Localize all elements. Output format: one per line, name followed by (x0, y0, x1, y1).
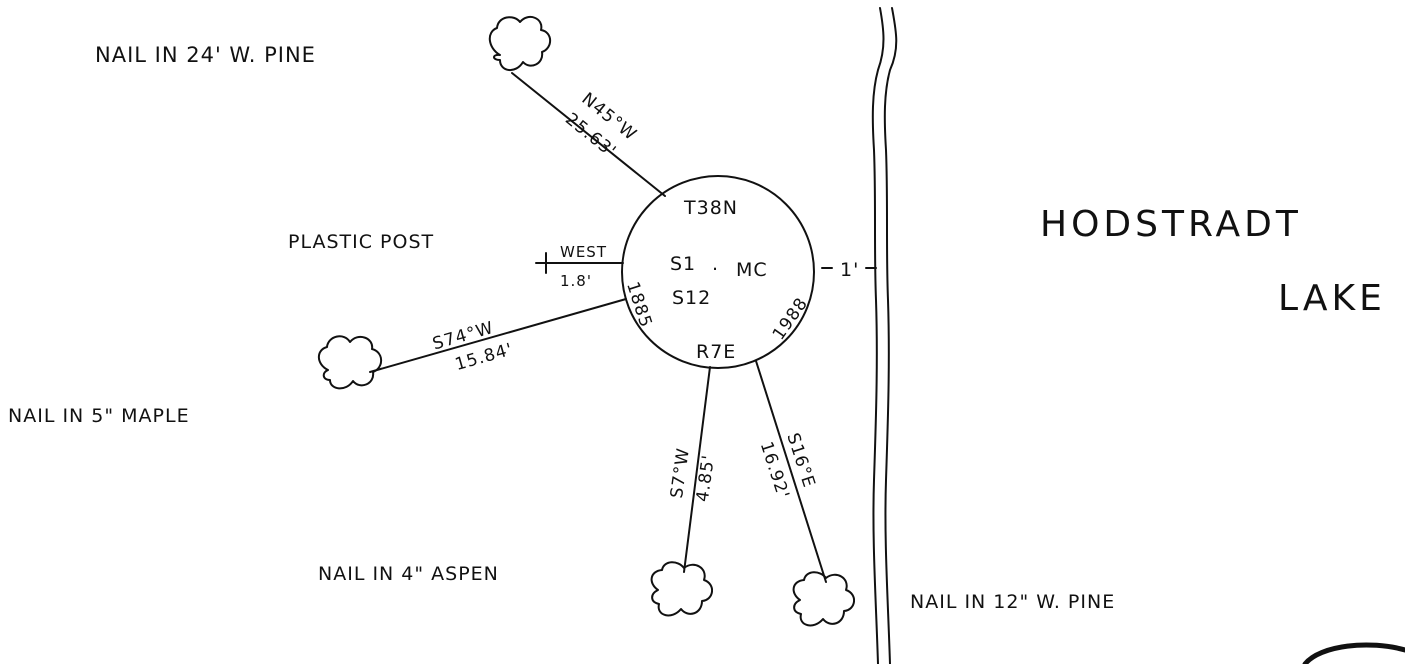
tree-symbol-aspen (650, 561, 713, 617)
bearing-aspen: S7°W (667, 446, 694, 499)
plastic-post-marker (535, 252, 557, 274)
corner-section-right: S12 (672, 287, 711, 309)
tree-label-nw-pine: NAIL IN 24' W. PINE (95, 43, 316, 67)
corner-meridian: MC (736, 259, 768, 281)
corner-range: R7E (696, 341, 736, 363)
corner-meridian-dot: . (712, 253, 719, 275)
shore-offset-label: 1' (840, 259, 859, 281)
tie-line-se-pine (755, 360, 827, 583)
tree-symbol-se-pine (792, 571, 855, 627)
distance-aspen: 4.85' (693, 453, 719, 503)
shoreline-inner (871, 7, 885, 664)
corner-year-right: 1988 (769, 294, 812, 344)
post-direction: WEST (560, 243, 607, 261)
tie-line-maple (369, 298, 627, 373)
tie-line-aspen (683, 366, 711, 573)
tie-line-nw-pine (511, 72, 666, 197)
corner-scribble (1302, 642, 1405, 664)
corner-township: T38N (683, 197, 738, 219)
lake-name-line1: HODSTRADT (1040, 204, 1302, 245)
tree-label-aspen: NAIL IN 4" ASPEN (318, 563, 499, 585)
lake-name-line2: LAKE (1278, 278, 1386, 319)
corner-section-left: S1 (670, 253, 696, 275)
tree-label-se-pine: NAIL IN 12" W. PINE (910, 591, 1115, 613)
tree-symbol-maple (317, 335, 383, 390)
post-distance: 1.8' (560, 272, 592, 290)
tree-symbol-nw-pine (488, 15, 552, 71)
post-label: PLASTIC POST (288, 231, 434, 253)
shoreline-outer (883, 7, 898, 664)
tree-label-maple: NAIL IN 5" MAPLE (8, 405, 190, 427)
corner-monument-circle (621, 175, 815, 369)
